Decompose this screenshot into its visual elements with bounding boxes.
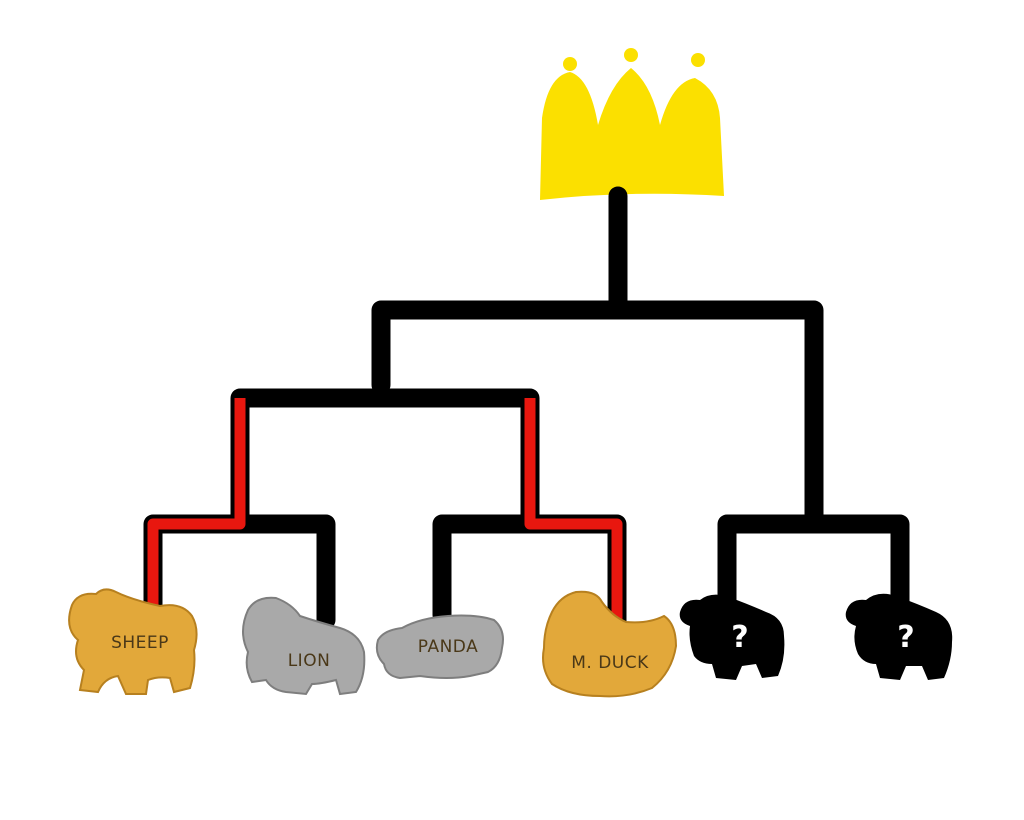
contestant-label: PANDA	[418, 637, 478, 657]
contestant-mystery-1: ?	[679, 594, 785, 680]
quarterfinal-bracket-mystery	[717, 514, 910, 625]
crown-icon	[540, 48, 724, 200]
duck-cracker-icon	[542, 590, 678, 698]
contestant-mystery-2: ?	[845, 593, 953, 680]
final-bracket	[371, 300, 824, 532]
question-mark: ?	[731, 620, 748, 655]
mystery-cracker-icon	[679, 594, 785, 680]
quarterfinal-bracket-panda-duck	[432, 514, 540, 625]
contestant-label: SHEEP	[111, 633, 169, 653]
panda-cracker-icon	[375, 614, 504, 680]
contestant-label: LION	[288, 651, 331, 671]
contestant-duck: M. DUCK	[542, 590, 678, 698]
sheep-cracker-icon	[68, 588, 198, 695]
contestant-sheep: SHEEP	[68, 588, 198, 695]
bracket-lines	[230, 186, 910, 630]
mystery-cracker-icon	[845, 593, 953, 680]
lion-cracker-icon	[242, 596, 366, 696]
contestant-lion: LION	[242, 596, 366, 696]
contestant-panda: PANDA	[375, 614, 504, 680]
winner-path	[143, 398, 627, 626]
question-mark: ?	[897, 620, 914, 655]
contestant-label: M. DUCK	[571, 653, 649, 673]
quarterfinal-bracket-sheep-lion	[230, 514, 336, 630]
